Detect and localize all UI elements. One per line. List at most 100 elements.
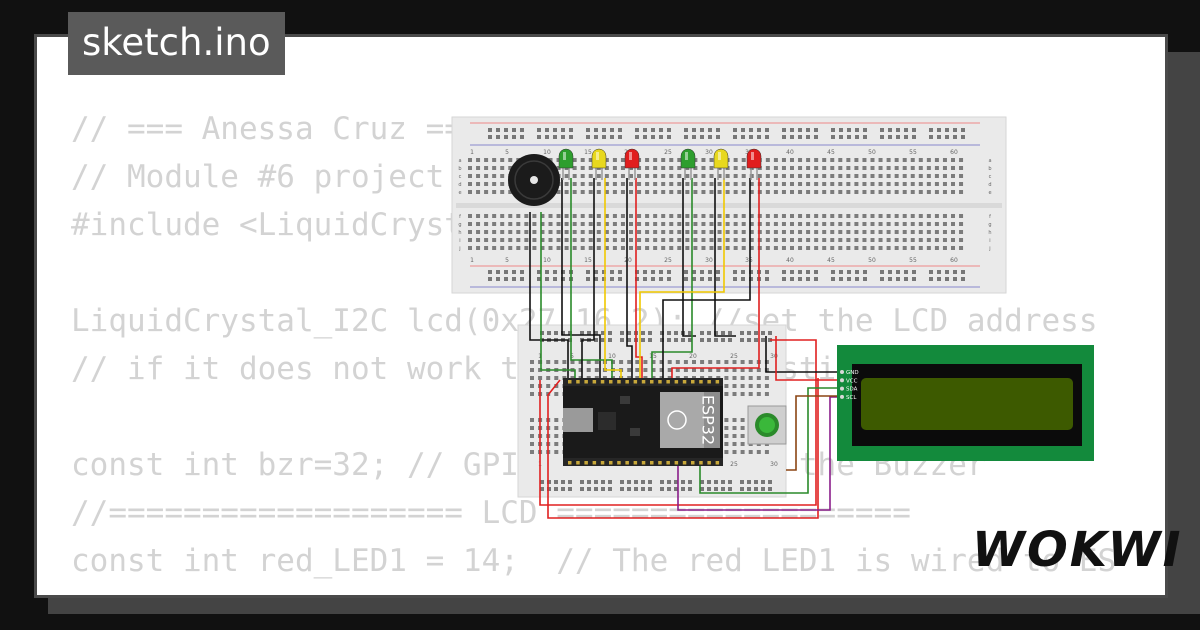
terminal-hole	[596, 190, 601, 194]
terminal-hole	[677, 158, 682, 162]
terminal-hole	[717, 246, 722, 250]
terminal-hole	[822, 246, 827, 250]
terminal-hole	[524, 222, 529, 226]
terminal-hole	[846, 190, 851, 194]
terminal-hole	[764, 392, 769, 396]
terminal-hole	[773, 182, 778, 186]
terminal-hole	[886, 230, 891, 234]
column-label: 25	[730, 353, 738, 360]
rail-hole	[929, 135, 933, 139]
terminal-hole	[862, 166, 867, 170]
terminal-hole	[508, 222, 513, 226]
terminal-hole	[701, 238, 706, 242]
terminal-hole	[748, 384, 753, 388]
terminal-hole	[733, 214, 738, 218]
terminal-hole	[959, 174, 964, 178]
wire	[699, 387, 840, 494]
rail-hole	[937, 277, 941, 281]
rail-hole	[554, 487, 558, 491]
code-line: const int red_LED1 = 14; // The red LED1…	[71, 543, 1117, 579]
terminal-hole	[781, 238, 786, 242]
terminal-hole	[661, 238, 666, 242]
terminal-hole	[878, 182, 883, 186]
esp32-pin	[658, 461, 662, 465]
rail-hole	[688, 487, 692, 491]
terminal-hole	[692, 368, 696, 372]
terminal-hole	[645, 246, 650, 250]
terminal-hole	[724, 368, 729, 372]
terminal-hole	[806, 166, 811, 170]
terminal-hole	[724, 384, 729, 388]
terminal-hole	[572, 222, 577, 226]
rail-hole	[896, 135, 900, 139]
column-label: 35	[745, 257, 753, 264]
terminal-hole	[580, 230, 585, 234]
terminal-hole	[476, 166, 481, 170]
terminal-hole	[564, 238, 569, 242]
terminal-hole	[806, 238, 811, 242]
terminal-hole	[556, 158, 561, 162]
wire	[671, 178, 760, 380]
terminal-hole	[661, 174, 666, 178]
rail-hole	[620, 480, 624, 484]
terminal-hole	[717, 182, 722, 186]
terminal-hole	[732, 392, 737, 396]
terminal-hole	[934, 238, 939, 242]
terminal-hole	[468, 158, 472, 162]
rail-hole	[754, 480, 758, 484]
rail-hole	[700, 277, 704, 281]
terminal-hole	[538, 360, 543, 364]
terminal-hole	[886, 222, 891, 226]
led	[624, 148, 640, 180]
terminal-hole	[732, 442, 737, 446]
terminal-hole	[532, 222, 537, 226]
rail-hole	[721, 338, 725, 342]
rail-hole	[660, 487, 664, 491]
terminal-hole	[596, 230, 601, 234]
terminal-hole	[604, 182, 609, 186]
wire	[639, 178, 725, 380]
terminal-hole	[612, 166, 617, 170]
rail-hole	[608, 338, 612, 342]
rail-hole	[749, 128, 753, 132]
terminal-hole	[556, 214, 561, 218]
esp32-pin	[609, 461, 613, 465]
terminal-hole	[468, 182, 472, 186]
rail-hole	[587, 480, 591, 484]
rail-hole	[716, 128, 720, 132]
terminal-hole	[942, 174, 947, 178]
rail-hole	[561, 480, 565, 484]
terminal-hole	[677, 246, 682, 250]
terminal-hole	[918, 166, 923, 170]
esp32-pin	[625, 380, 629, 384]
rail-hole	[692, 270, 696, 274]
terminal-hole	[846, 246, 851, 250]
terminal-hole	[612, 158, 617, 162]
esp32-pin	[633, 461, 638, 465]
terminal-hole	[709, 246, 714, 250]
terminal-hole	[926, 230, 931, 234]
rail-hole	[814, 128, 818, 132]
rail-hole	[863, 128, 867, 132]
terminal-hole	[620, 230, 625, 234]
terminal-hole	[709, 222, 714, 226]
terminal-hole	[709, 238, 714, 242]
terminal-hole	[846, 238, 851, 242]
rail-hole	[714, 480, 718, 484]
terminal-hole	[692, 360, 696, 364]
esp32-component	[630, 428, 640, 436]
terminal-hole	[476, 238, 481, 242]
rail-hole	[587, 487, 591, 491]
rail-hole	[912, 277, 916, 281]
terminal-hole	[677, 214, 682, 218]
terminal-hole	[554, 376, 559, 380]
rail-hole	[839, 277, 843, 281]
code-line: const int yellow_LED1 = 12; // The yello…	[71, 585, 1116, 595]
column-label: 50	[868, 149, 876, 156]
terminal-hole	[604, 214, 609, 218]
terminal-hole	[806, 174, 811, 178]
rail-hole	[855, 135, 859, 139]
rail-hole	[635, 277, 639, 281]
terminal-hole	[677, 182, 682, 186]
wire	[547, 378, 819, 519]
